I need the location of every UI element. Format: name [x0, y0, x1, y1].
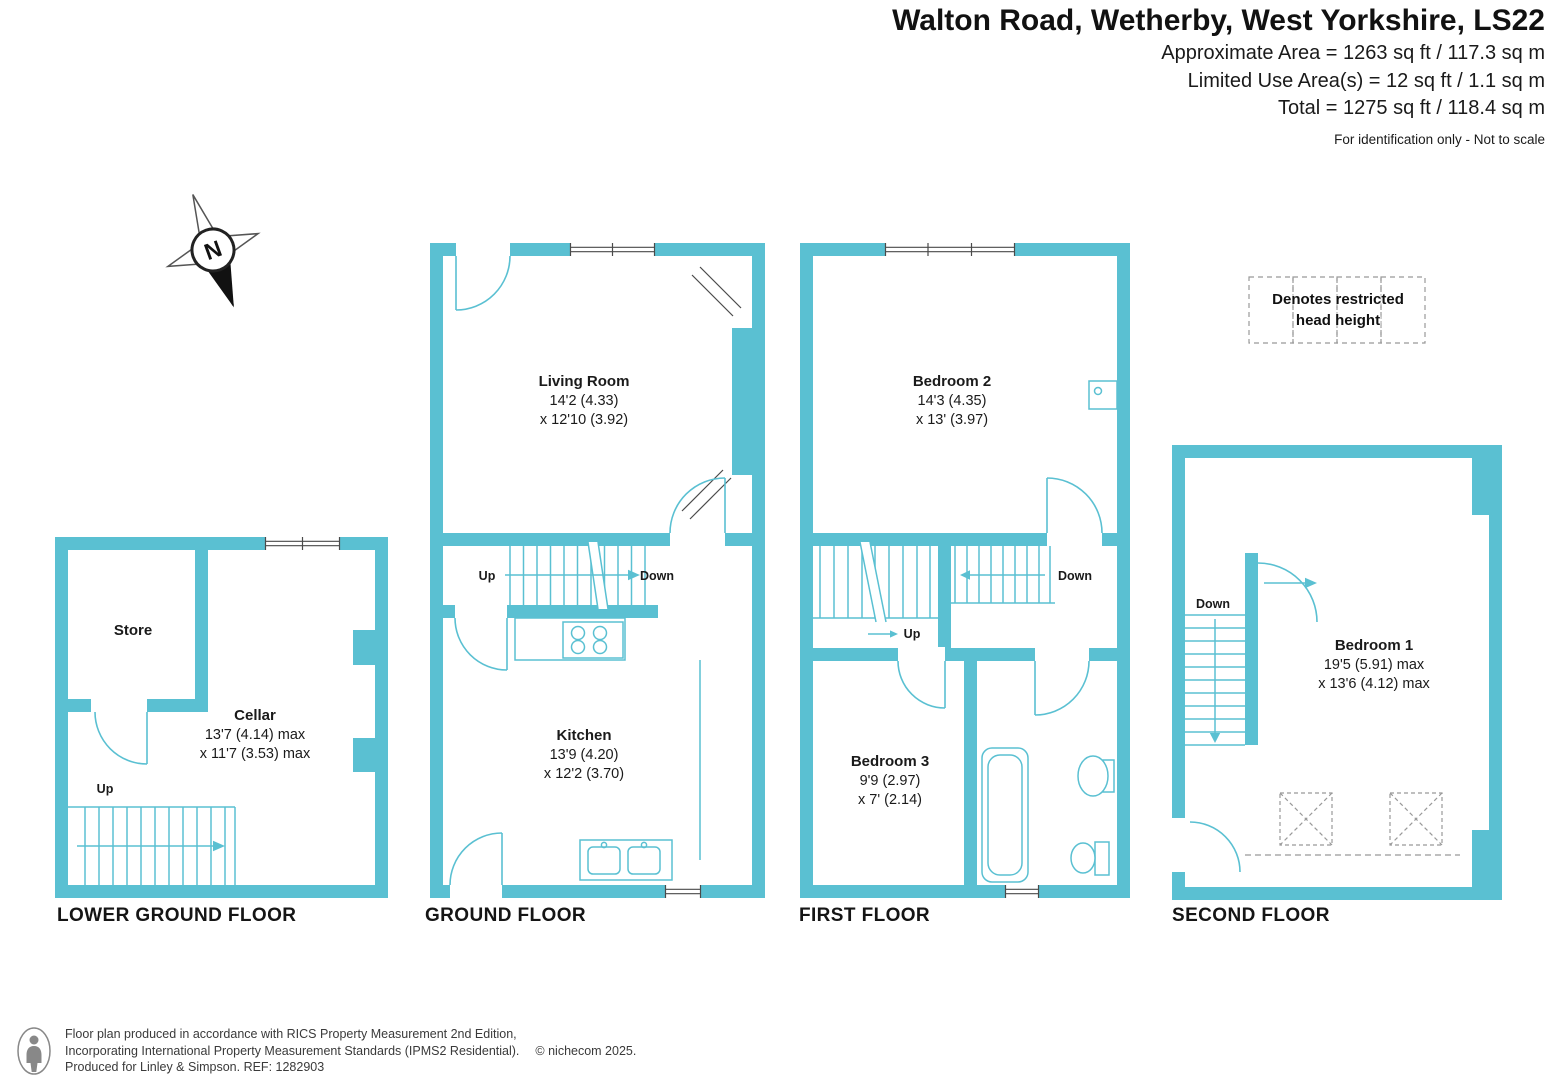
stairs — [68, 806, 236, 885]
room-label-living-room: Living Room 14'2 (4.33) x 12'10 (3.92) — [538, 373, 630, 428]
eaves-door — [1172, 818, 1241, 873]
disclaimer-text: For identification only - Not to scale — [1334, 131, 1545, 147]
legend-text: Denotes restricted head height — [1272, 291, 1404, 329]
copyright-text: © nichecom 2025. — [535, 1043, 637, 1058]
walls — [55, 537, 388, 898]
ground-floor-plan — [430, 243, 765, 898]
window — [569, 243, 656, 256]
lower-ground-floor-plan — [55, 537, 388, 898]
compass-north-icon: N — [165, 194, 261, 308]
limited-use-area-text: Limited Use Area(s) = 12 sq ft / 1.1 sq … — [1187, 69, 1545, 92]
kitchen-units — [514, 617, 701, 860]
stair-label-down: Down — [1057, 569, 1093, 583]
stair-label-up: Up — [478, 569, 496, 583]
store-door — [91, 698, 148, 765]
bedroom3-door — [897, 647, 946, 709]
room-label-bedroom-1: Bedroom 1 19'5 (5.91) max x 13'6 (4.12) … — [1318, 637, 1430, 692]
window — [264, 537, 341, 550]
footer-line-2: Incorporating International Property Mea… — [65, 1043, 637, 1058]
window — [884, 243, 1016, 256]
restricted-height-legend: Denotes restricted head height — [1248, 276, 1428, 344]
window — [664, 883, 702, 898]
floor-title-lower-ground: LOWER GROUND FLOOR — [57, 905, 297, 926]
bedroom2-door — [1046, 477, 1103, 547]
corner-window-marks — [681, 266, 742, 520]
sink — [1077, 755, 1115, 797]
stair-label-down: Down — [1195, 597, 1231, 611]
first-floor-plan — [800, 243, 1130, 898]
stair-label-down: Down — [639, 569, 675, 583]
header: Walton Road, Wetherby, West Yorkshire, L… — [892, 2, 1545, 147]
floor-title-second: SECOND FLOOR — [1172, 905, 1330, 926]
toilet — [1070, 841, 1110, 876]
kitchen-door — [454, 604, 508, 671]
bathroom-door — [1034, 660, 1090, 716]
stairs-down — [951, 546, 1055, 604]
total-area-text: Total = 1275 sq ft / 118.4 sq m — [1277, 97, 1545, 119]
floor-title-first: FIRST FLOOR — [799, 905, 931, 926]
stair-label-up: Up — [96, 782, 114, 796]
stair-door — [1257, 562, 1318, 623]
flue — [1088, 380, 1118, 410]
page-title: Walton Road, Wetherby, West Yorkshire, L… — [892, 4, 1545, 37]
approximate-area-text: Approximate Area = 1263 sq ft / 117.3 sq… — [1161, 42, 1545, 64]
footer: Floor plan produced in accordance with R… — [16, 1026, 636, 1076]
room-label-bedroom-3: Bedroom 3 9'9 (2.97) x 7' (2.14) — [850, 753, 930, 808]
stairs — [505, 541, 646, 610]
second-floor-plan — [1172, 445, 1502, 900]
walls — [800, 243, 1130, 898]
sink-unit — [579, 839, 673, 881]
window — [1004, 883, 1040, 898]
footer-line-1: Floor plan produced in accordance with R… — [65, 1027, 517, 1041]
stairs — [1185, 614, 1245, 746]
stairs-up — [813, 541, 938, 638]
footer-line-3: Produced for Linley & Simpson. REF: 1282… — [65, 1060, 325, 1074]
bath — [981, 747, 1029, 883]
stair-label-up: Up — [903, 627, 921, 641]
living-room-door — [669, 477, 726, 547]
front-door — [455, 243, 511, 311]
person-icon — [17, 1027, 51, 1075]
room-label-store: Store — [113, 622, 153, 639]
room-label-bedroom-2: Bedroom 2 14'3 (4.35) x 13' (3.97) — [912, 373, 992, 428]
room-label-cellar: Cellar 13'7 (4.14) max x 11'7 (3.53) max — [199, 707, 311, 762]
walls — [1172, 445, 1502, 900]
legend-dashed-boxes — [1248, 276, 1426, 344]
footer-text: Floor plan produced in accordance with R… — [65, 1026, 636, 1076]
restricted-head-height-areas — [1245, 792, 1460, 856]
floor-title-ground: GROUND FLOOR — [425, 905, 587, 926]
room-label-kitchen: Kitchen 13'9 (4.20) x 12'2 (3.70) — [543, 727, 625, 782]
back-door — [449, 832, 503, 898]
